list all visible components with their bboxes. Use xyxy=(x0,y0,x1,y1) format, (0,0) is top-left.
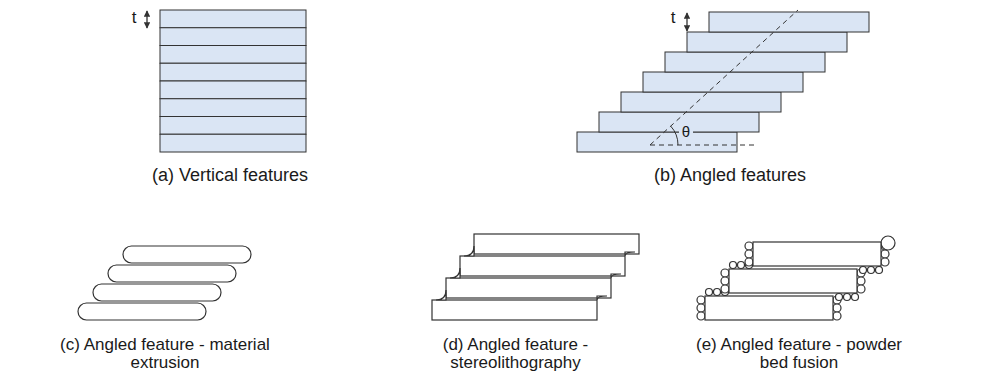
angled-layers xyxy=(577,12,869,152)
resin-fillet xyxy=(597,296,607,300)
powder-particle xyxy=(721,269,729,277)
resin-fillet xyxy=(611,274,621,278)
powder-particle xyxy=(697,304,705,312)
powder-particle xyxy=(721,277,729,285)
powder-particle xyxy=(730,262,737,269)
layer xyxy=(577,132,737,152)
caption: (d) Angled feature - stereolithography xyxy=(423,336,608,372)
thickness-arrow xyxy=(146,11,147,28)
resin-fillet xyxy=(625,252,635,256)
layer xyxy=(160,99,306,117)
powder-particles xyxy=(697,236,895,320)
thickness-label: t xyxy=(665,9,681,27)
layer xyxy=(643,72,803,92)
powder-particle xyxy=(844,294,851,301)
powder-particle xyxy=(745,258,753,266)
layer xyxy=(621,92,781,112)
powder-particle xyxy=(857,285,865,293)
powder-particle xyxy=(745,242,753,250)
angle-arc xyxy=(671,126,678,145)
caption: (a) Vertical features xyxy=(110,166,350,185)
extruded-road xyxy=(78,303,206,320)
pbf-layers xyxy=(697,236,895,320)
layer xyxy=(474,234,639,254)
powder-particle xyxy=(738,262,745,269)
layer xyxy=(432,300,597,320)
layer xyxy=(160,81,306,99)
extrusion-roads xyxy=(78,246,251,320)
resin-fillet xyxy=(436,290,446,300)
layer xyxy=(160,134,306,152)
layer xyxy=(160,63,306,81)
layer xyxy=(160,28,306,46)
layer xyxy=(665,52,825,72)
powder-particle xyxy=(876,267,883,274)
extruded-road xyxy=(93,284,221,301)
layer xyxy=(160,46,306,64)
powder-particle xyxy=(706,289,713,296)
caption: (b) Angled features xyxy=(607,166,853,185)
resin-fillet xyxy=(464,246,474,256)
powder-particle xyxy=(852,294,859,301)
vertical-layers xyxy=(160,10,306,152)
powder-particle xyxy=(697,312,705,320)
powder-particle xyxy=(697,296,705,304)
caption: (e) Angled feature - powder bed fusion xyxy=(681,336,917,372)
sla-layers xyxy=(432,234,639,320)
powder-particle xyxy=(714,289,721,296)
build-angle-line xyxy=(650,10,798,145)
layer xyxy=(160,10,306,28)
powder-particle xyxy=(881,236,895,250)
powder-particle xyxy=(833,312,841,320)
extruded-road xyxy=(123,246,251,263)
layer xyxy=(446,278,611,298)
thickness-label: t xyxy=(126,9,142,27)
powder-particle xyxy=(857,277,865,285)
powder-particle xyxy=(721,285,729,293)
layer xyxy=(709,12,869,32)
layer xyxy=(753,242,881,266)
angle-label: θ xyxy=(679,124,693,140)
layer xyxy=(729,269,857,293)
layer xyxy=(460,256,625,276)
layer xyxy=(705,296,833,320)
horizontal-reference xyxy=(650,145,757,146)
powder-particle xyxy=(860,267,867,274)
extruded-road xyxy=(108,265,236,282)
powder-particle xyxy=(881,250,889,258)
layer xyxy=(687,32,847,52)
resin-fillet xyxy=(450,268,460,278)
caption: (c) Angled feature - material extrusion xyxy=(40,336,290,372)
layer xyxy=(160,117,306,135)
powder-particle xyxy=(745,250,753,258)
powder-particle xyxy=(881,258,889,266)
powder-particle xyxy=(833,304,841,312)
thickness-arrow xyxy=(686,13,687,31)
powder-particle xyxy=(868,267,875,274)
powder-particle xyxy=(836,294,843,301)
